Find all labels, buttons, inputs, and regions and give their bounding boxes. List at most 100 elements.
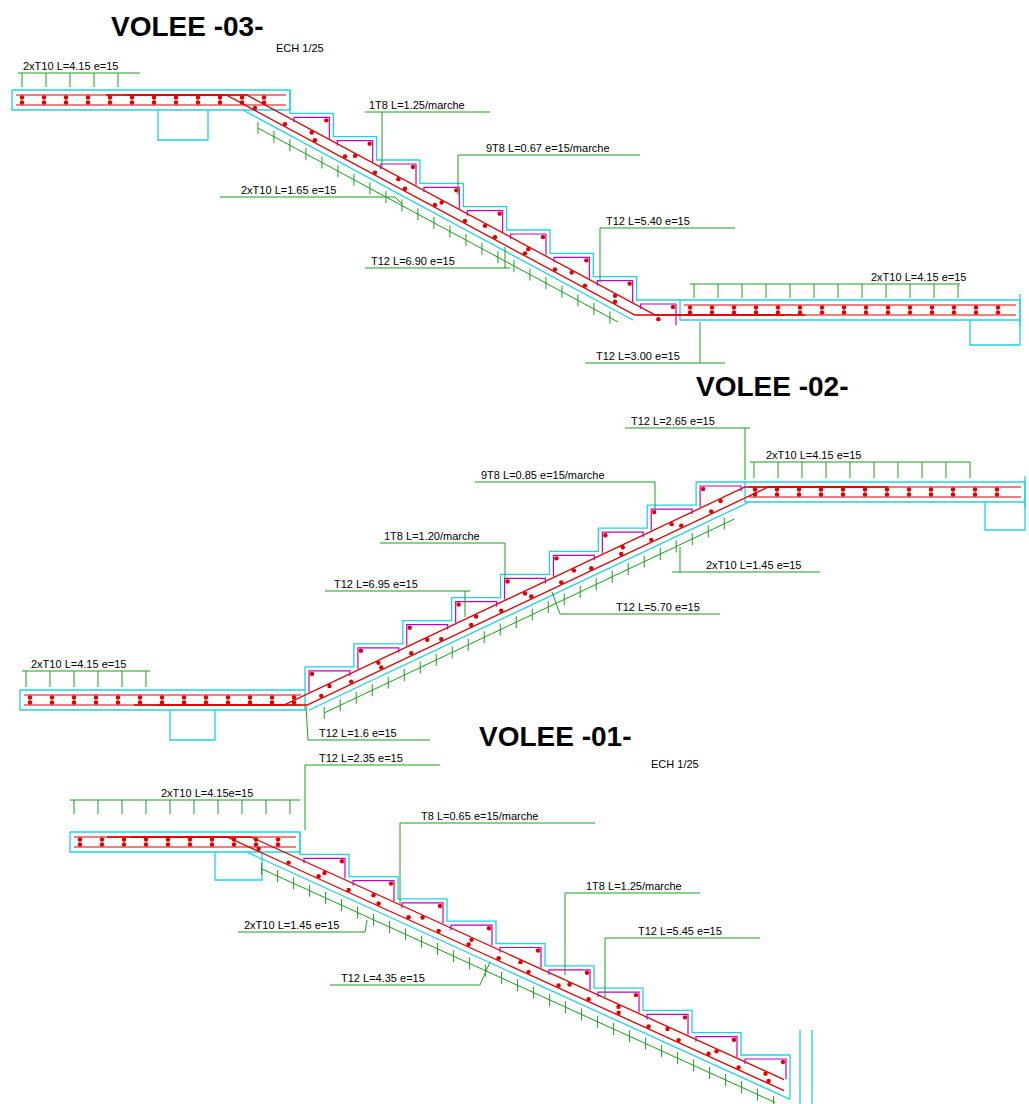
rebar-dot [732, 310, 736, 314]
leader-line [655, 482, 656, 510]
distribution-line [18, 73, 140, 74]
distribution-tick [644, 556, 645, 568]
rebar-dot [72, 700, 76, 704]
leader-line [700, 322, 701, 363]
stirrup [554, 257, 589, 278]
wall-edge [799, 1030, 800, 1104]
stirrup [451, 925, 492, 945]
rebar-dot [86, 95, 90, 99]
rebar-dot [797, 487, 801, 491]
leader-line [382, 112, 383, 168]
rebar-dot [100, 837, 104, 841]
leader-line [400, 823, 595, 824]
rebar-dot [409, 651, 413, 655]
leader-line [308, 740, 430, 741]
distribution-tick [242, 800, 243, 814]
distribution-tick [612, 571, 613, 583]
stirrup [337, 141, 372, 162]
rebar-dot [567, 982, 571, 986]
rebar-dot [210, 842, 214, 846]
rebar-dot [634, 993, 638, 997]
rebar-dot [122, 837, 126, 841]
distribution-tick [357, 907, 358, 919]
rebar-dot [864, 310, 868, 314]
distribution-tick [564, 593, 565, 605]
distribution-tick [373, 914, 374, 926]
rebar-dot [775, 487, 779, 491]
rebar-dot [951, 487, 955, 491]
rebar-callout: 9T8 L=0.67 e=15/marche [485, 142, 611, 154]
rebar-dot [518, 960, 522, 964]
rebar-dot [732, 1038, 736, 1042]
rebar-dot [951, 492, 955, 496]
rebar-dot [283, 122, 287, 126]
distribution-tick [437, 943, 438, 955]
rebar-dot [676, 1038, 680, 1042]
distribution-tick [74, 800, 75, 814]
leader-line [458, 155, 640, 156]
distribution-tick [420, 662, 421, 674]
distribution-tick [261, 863, 262, 875]
stirrup [597, 281, 632, 302]
rebar-dot [706, 1052, 710, 1056]
rebar-dot [463, 219, 467, 223]
rebar-dot [613, 300, 617, 304]
rebar-dot [820, 305, 824, 309]
distribution-tick [724, 518, 725, 530]
stirrup [553, 555, 594, 576]
rebar-dot [864, 305, 868, 309]
rebar-dot [313, 138, 317, 142]
rebar-dot [842, 305, 846, 309]
rebar-dot [754, 310, 758, 314]
stirrup [402, 903, 443, 923]
rebar-dot [819, 487, 823, 491]
rebar-dot [108, 100, 112, 104]
distribution-tick [465, 234, 466, 246]
rebar-dot [276, 842, 280, 846]
landing-slab [20, 690, 305, 710]
rebar-dot [646, 1024, 650, 1028]
rebar-dot [367, 141, 371, 145]
distribution-tick [341, 899, 342, 911]
distribution-tick [838, 284, 839, 298]
rebar-dot [316, 874, 320, 878]
rebar-dot [776, 310, 780, 314]
distribution-tick [533, 987, 534, 999]
stirrup [456, 602, 497, 623]
rebar-dot [346, 888, 350, 892]
rebar-callout: 1T8 L=1.25/marche [368, 99, 466, 111]
rebar-dot [885, 492, 889, 496]
rebar-dot [886, 310, 890, 314]
leader-line [505, 543, 506, 580]
rebar-dot [276, 837, 280, 841]
distribution-tick [122, 671, 123, 687]
distribution-tick [401, 200, 402, 212]
scale-note: ECH 1/25 [275, 42, 325, 54]
distribution-tick [708, 525, 709, 537]
rebar-dot [116, 700, 120, 704]
rebar-dot [196, 95, 200, 99]
leader-line [365, 112, 490, 113]
leader-line [605, 938, 760, 939]
distribution-tick [513, 260, 514, 272]
rebar-dot [309, 130, 313, 134]
distribution-tick [709, 1067, 710, 1079]
rebar-dot [529, 594, 533, 598]
landing-slab [680, 300, 1020, 320]
rebar-dot [776, 305, 780, 309]
slab-edge [1019, 294, 1020, 326]
stirrup [641, 304, 676, 325]
distribution-tick [289, 139, 290, 151]
distribution-tick [757, 1089, 758, 1101]
rebar-dot [436, 929, 440, 933]
rebar-dot [753, 487, 757, 491]
distribution-tick [660, 548, 661, 560]
distribution-tick [529, 269, 530, 281]
rebar-dot [908, 305, 912, 309]
beam [970, 320, 1020, 345]
rebar-dot [50, 695, 54, 699]
distribution-tick [417, 208, 418, 220]
distribution-tick [372, 684, 373, 696]
leader-line [475, 482, 655, 483]
